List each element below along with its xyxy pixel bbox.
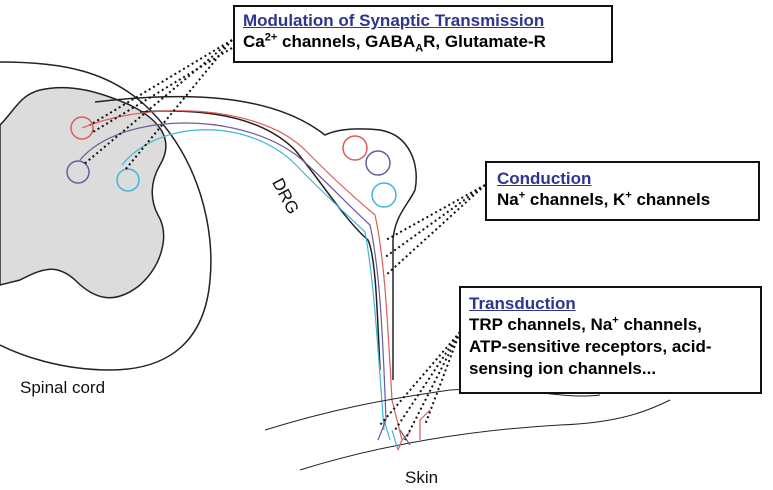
conduction-box: Conduction Na+ channels, K+ channels — [485, 161, 760, 221]
transduction-callout-lines — [379, 331, 461, 441]
transduction-line-3: sensing ion channels... — [469, 359, 657, 378]
dorsal-horn-purple-terminal — [66, 160, 90, 184]
conduction-callout-lines — [383, 184, 486, 277]
nerve-ending-purple — [377, 419, 411, 446]
spinal-cord-outline — [0, 61, 212, 371]
modulation-callout-lines — [82, 39, 233, 171]
skin-label: Skin — [405, 468, 439, 487]
dorsal-horn-red-terminal — [70, 116, 94, 140]
transduction-heading: Transduction — [469, 294, 576, 313]
fiber-purple — [79, 122, 387, 421]
transduction-box: Transduction TRP channels, Na+ channels,… — [459, 286, 762, 394]
nerve-ending-red — [397, 409, 431, 451]
spinal-cord-label: Spinal cord — [20, 378, 106, 397]
dorsal-horn-cyan-terminal — [116, 168, 140, 192]
nerve-outer-lower — [139, 110, 381, 371]
skin-lower — [299, 399, 671, 471]
drg-neuron-cyan — [371, 182, 397, 208]
nerve-outer-upper — [94, 95, 417, 380]
transduction-line-2: ATP-sensitive receptors, acid- — [469, 337, 712, 356]
modulation-heading: Modulation of Synaptic Transmission — [243, 11, 545, 30]
modulation-body: Ca2+ channels, GABAAR, Glutamate-R — [243, 31, 546, 55]
skin-surface — [264, 388, 601, 431]
drg-neuron-purple — [365, 150, 391, 176]
gray-matter — [0, 86, 167, 299]
conduction-body: Na+ channels, K+ channels — [497, 189, 711, 209]
fiber-cyan — [121, 129, 385, 431]
fiber-red — [81, 110, 403, 441]
transduction-line-1: TRP channels, Na+ channels, — [469, 314, 702, 334]
conduction-heading: Conduction — [497, 169, 592, 188]
drg-neuron-red — [342, 135, 368, 161]
modulation-box: Modulation of Synaptic Transmission Ca2+… — [233, 5, 613, 63]
